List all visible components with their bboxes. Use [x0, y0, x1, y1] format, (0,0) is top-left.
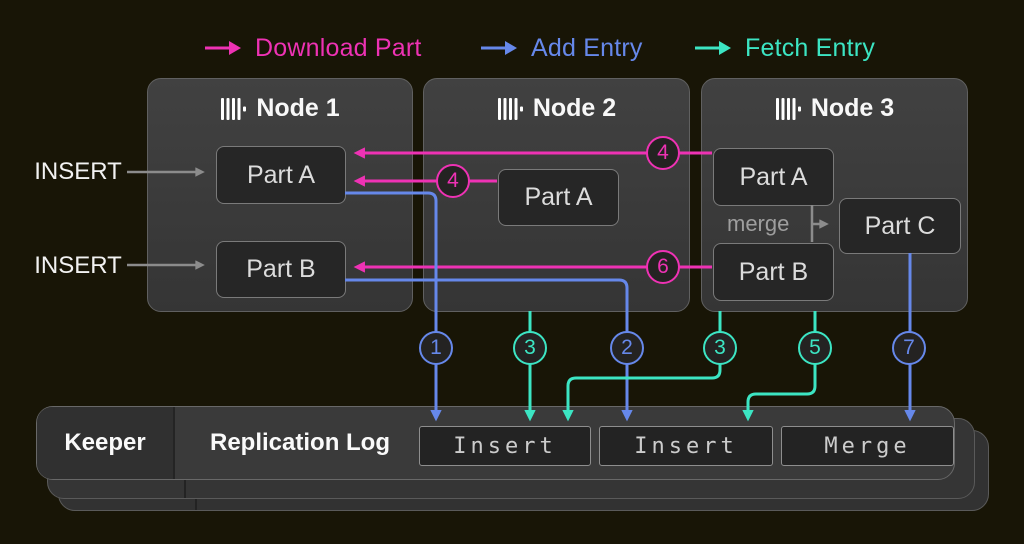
node-2-title-label: Node 2 [532, 94, 617, 122]
node-3-part-b: Part B [713, 243, 834, 301]
node-1-box: Node 1 Part A Part B [147, 78, 413, 312]
keeper-title: Keeper [37, 407, 175, 479]
legend-item-add-entry: Add Entry [480, 33, 643, 63]
legend-item-download-part: Download Part [204, 33, 422, 63]
node-3-box: Node 3 Part A Part B Part C merge [701, 78, 968, 312]
badge-download-4a: 4 [436, 164, 470, 198]
badge-step-1: 1 [419, 331, 453, 365]
fetch-entry-line-5 [742, 311, 817, 422]
download-part-arrow-icon [205, 41, 241, 55]
node-1-part-b: Part B [216, 241, 346, 298]
badge-step-3b: 3 [703, 331, 737, 365]
node-3-title: Node 3 [702, 94, 967, 123]
log-entry-merge: Merge [781, 426, 954, 466]
node-3-title-label: Node 3 [810, 94, 895, 122]
replication-log-title: Replication Log [210, 429, 390, 456]
node-2-title: Node 2 [424, 94, 689, 123]
badge-step-5: 5 [798, 331, 832, 365]
node-1-title: Node 1 [148, 94, 412, 123]
clickhouse-bars-icon [775, 97, 801, 120]
fetch-entry-arrow-icon [695, 41, 731, 55]
legend-label-add-entry: Add Entry [531, 33, 643, 62]
fetch-entry-line-3b [562, 311, 722, 422]
legend-label-fetch-entry: Fetch Entry [745, 33, 876, 62]
node-3-part-a: Part A [713, 148, 834, 206]
clickhouse-bars-icon [497, 97, 523, 120]
badge-download-4b: 4 [646, 136, 680, 170]
node-2-part-a: Part A [498, 169, 619, 226]
legend-item-fetch-entry: Fetch Entry [694, 33, 875, 63]
keeper-box: Keeper Replication Log Insert Insert Mer… [36, 406, 955, 480]
badge-step-3a: 3 [513, 331, 547, 365]
badge-step-2: 2 [610, 331, 644, 365]
clickhouse-bars-icon [221, 97, 247, 120]
insert-label-bottom: INSERT [34, 252, 122, 279]
badge-step-7: 7 [892, 331, 926, 365]
node-1-part-a: Part A [216, 146, 346, 204]
node-2-box: Node 2 Part A [423, 78, 690, 312]
log-entry-insert-1: Insert [419, 426, 591, 466]
legend-label-download-part: Download Part [255, 33, 422, 62]
merge-label: merge [727, 211, 790, 236]
add-entry-arrow-icon [481, 41, 517, 55]
node-1-title-label: Node 1 [256, 94, 340, 122]
insert-label-top: INSERT [34, 158, 122, 185]
node-3-part-c: Part C [839, 198, 961, 254]
badge-download-6: 6 [646, 250, 680, 284]
log-entry-insert-2: Insert [599, 426, 773, 466]
